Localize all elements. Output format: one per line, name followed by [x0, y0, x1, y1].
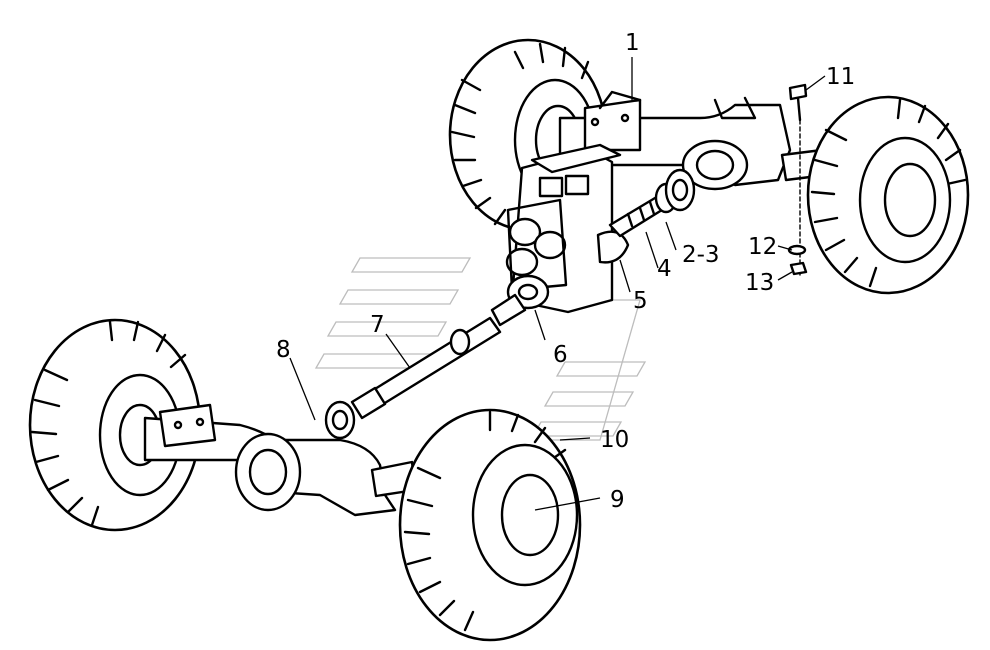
fasteners [787, 83, 808, 276]
callout-9: 9 [610, 487, 625, 513]
callout-12: 12 [748, 234, 777, 260]
front-axle-assembly [28, 318, 582, 642]
callout-10: 10 [600, 427, 629, 453]
main-prop-shaft [324, 274, 550, 440]
callout-2-3: 2-3 [682, 242, 720, 268]
callout-7: 7 [370, 312, 385, 338]
front-left-wheel [28, 318, 202, 532]
callout-4: 4 [657, 256, 672, 282]
callout-11: 11 [826, 64, 855, 90]
transfer-case [505, 143, 630, 314]
front-right-wheel [398, 408, 582, 642]
rear-right-wheel [806, 95, 970, 295]
callout-6: 6 [553, 342, 568, 368]
callout-13: 13 [745, 270, 774, 296]
callout-5: 5 [633, 288, 648, 314]
callout-labels: 1 2-3 4 5 6 7 8 9 10 11 12 13 [276, 30, 855, 513]
callout-1: 1 [625, 30, 640, 56]
rear-axle-assembly [448, 38, 970, 295]
callout-8: 8 [276, 337, 291, 363]
leader-lines [289, 57, 826, 511]
upper-drive-shaft [608, 168, 696, 238]
